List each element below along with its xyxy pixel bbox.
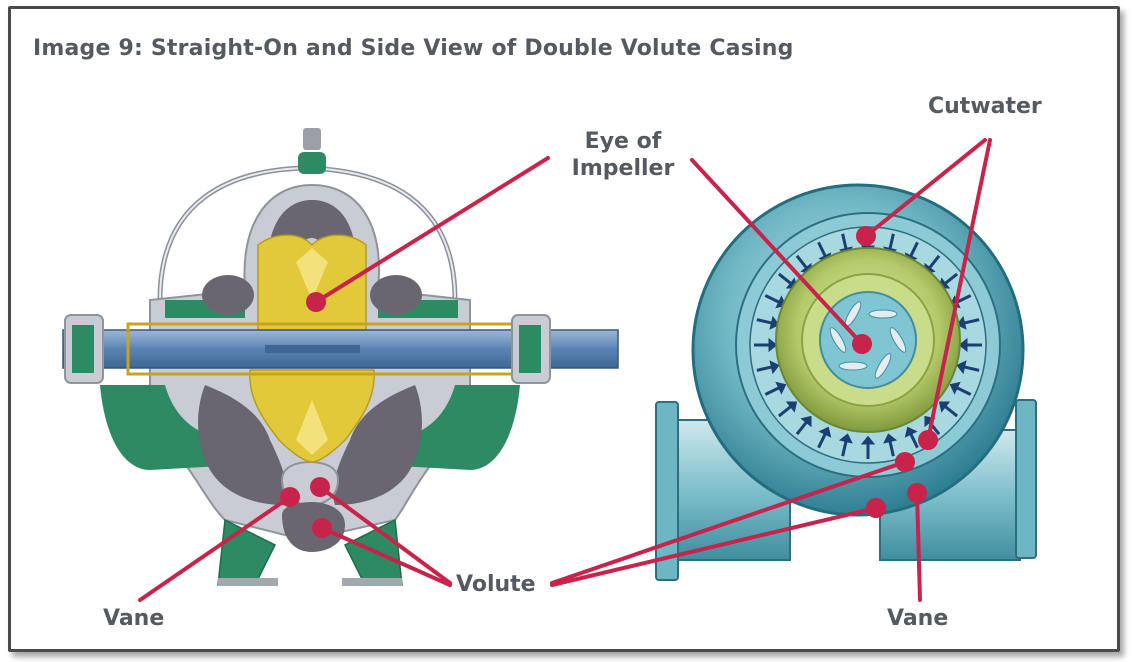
callout-dot bbox=[310, 477, 330, 497]
callout-volute-left-2 bbox=[320, 526, 452, 587]
flow-arrow bbox=[795, 254, 809, 270]
label-eye-line1: Eye of bbox=[584, 129, 662, 154]
flow-arrow bbox=[764, 294, 781, 304]
callout-dot bbox=[856, 226, 876, 246]
flow-arrow bbox=[963, 365, 980, 372]
callout-dots bbox=[280, 226, 938, 538]
callout-dot bbox=[907, 483, 927, 503]
figure-title: Image 9: Straight-On and Side View of Do… bbox=[33, 36, 794, 61]
eye-vane bbox=[829, 327, 847, 353]
lower-cavity-right bbox=[333, 385, 422, 505]
flow-arrow bbox=[841, 233, 848, 250]
label-eye-of-impeller: Eye of Impeller bbox=[548, 128, 698, 182]
callout-cutwater-1 bbox=[864, 138, 987, 238]
callout-volute-right-2 bbox=[550, 506, 878, 587]
flow-arrow bbox=[909, 241, 919, 258]
flow-arrow-head bbox=[956, 360, 967, 375]
flow-arrow-head bbox=[958, 337, 968, 353]
flow-arrow bbox=[817, 432, 827, 449]
callout-vane-right bbox=[915, 491, 922, 602]
callout-dot bbox=[306, 292, 326, 312]
flow-arrow-head bbox=[860, 435, 876, 445]
flow-arrow bbox=[888, 233, 895, 250]
callout-eye-left bbox=[314, 156, 550, 304]
callout-dot bbox=[852, 334, 872, 354]
flow-arrow-head bbox=[883, 433, 898, 444]
label-vane-right: Vane bbox=[887, 606, 949, 631]
label-vane-left: Vane bbox=[103, 606, 165, 631]
flow-arrow-head bbox=[818, 426, 832, 438]
callout-volute-left-1 bbox=[318, 485, 452, 585]
side-view bbox=[655, 183, 1037, 581]
flow-arrow bbox=[927, 254, 941, 270]
callout-dot bbox=[866, 498, 886, 518]
flow-arrow-head bbox=[904, 426, 918, 438]
flow-arrow-head bbox=[800, 415, 812, 428]
flow-arrow bbox=[841, 440, 848, 457]
discharge-flange bbox=[1015, 399, 1037, 559]
flow-arrow bbox=[764, 386, 781, 396]
flow-arrow bbox=[943, 272, 959, 286]
flow-arrow-head bbox=[769, 360, 780, 375]
label-volute: Volute bbox=[456, 572, 536, 597]
flow-arrow-head bbox=[785, 401, 798, 413]
label-eye-line2: Impeller bbox=[571, 156, 675, 181]
callout-dot bbox=[280, 487, 300, 507]
eye-vane bbox=[874, 353, 892, 379]
flow-arrow bbox=[777, 272, 793, 286]
suction-flange bbox=[655, 401, 679, 581]
flow-arrow-head bbox=[949, 381, 961, 395]
flow-arrow bbox=[909, 432, 919, 449]
flow-arrow bbox=[756, 365, 773, 372]
callout-eye-right bbox=[690, 158, 864, 346]
flow-arrow-head bbox=[769, 315, 780, 330]
flow-arrow bbox=[817, 241, 827, 258]
lower-cavity-left bbox=[198, 385, 287, 505]
flow-arrow-head bbox=[768, 337, 778, 353]
flow-arrow bbox=[955, 386, 972, 396]
callout-dot bbox=[918, 430, 938, 450]
flow-arrow bbox=[777, 404, 793, 418]
eye-vane bbox=[838, 361, 868, 371]
callout-dot bbox=[895, 452, 915, 472]
callout-dot bbox=[312, 518, 332, 538]
eye-vane bbox=[889, 327, 907, 353]
callout-vane-left bbox=[138, 495, 292, 602]
flow-arrow bbox=[888, 440, 895, 457]
straight-on-view bbox=[62, 128, 619, 586]
eye-vane bbox=[868, 309, 898, 319]
flow-arrow bbox=[756, 318, 773, 325]
label-cutwater: Cutwater bbox=[928, 94, 1042, 119]
flow-arrow-head bbox=[938, 401, 951, 413]
flow-arrow bbox=[795, 420, 809, 436]
callout-cutwater-2 bbox=[926, 138, 992, 442]
flow-arrow bbox=[943, 404, 959, 418]
callout-volute-right-1 bbox=[550, 460, 907, 585]
vent-fitting bbox=[298, 152, 326, 174]
flow-arrow-head bbox=[838, 433, 853, 444]
vent-valve bbox=[303, 128, 321, 150]
flow-arrow-head bbox=[956, 315, 967, 330]
callout-lines bbox=[138, 138, 992, 602]
flow-arrow bbox=[963, 318, 980, 325]
flow-arrow-head bbox=[775, 381, 787, 395]
